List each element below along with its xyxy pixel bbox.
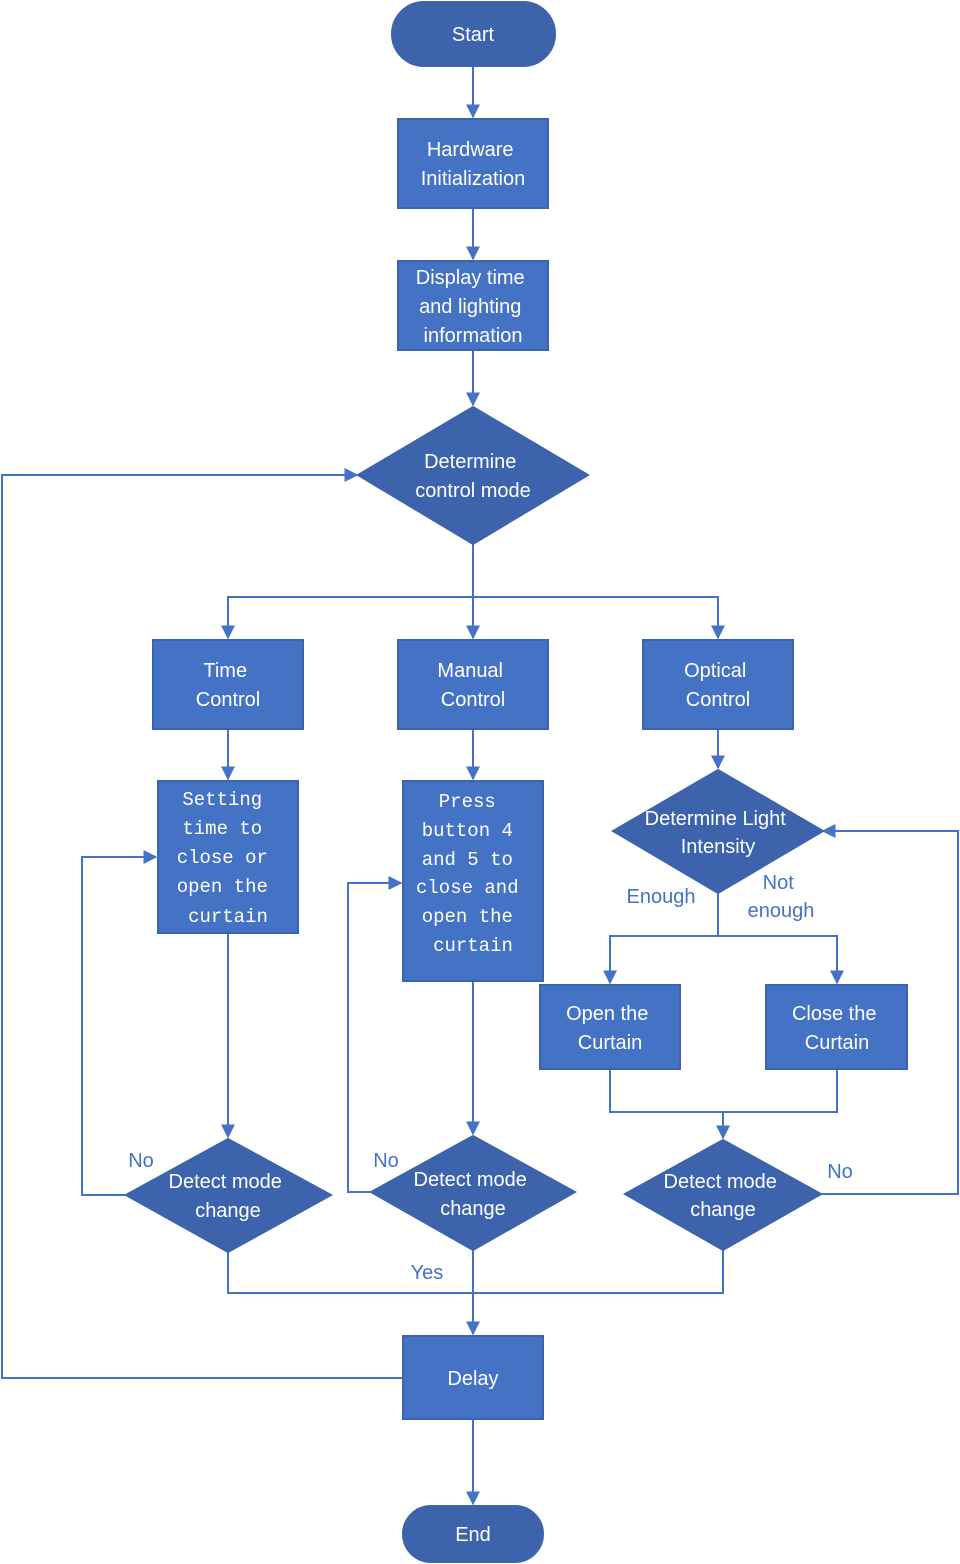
time-control-label: Time Control [196, 660, 260, 711]
edge-light-to-close [718, 935, 844, 985]
press-button-box: Press button 4 and 5 to close and open t… [402, 780, 544, 982]
edge-open-merge [609, 1069, 838, 1113]
open-curtain-box: Open the Curtain [539, 984, 681, 1070]
no-label-time: No [128, 1150, 154, 1172]
no-label-manual: No [373, 1150, 399, 1172]
determine-mode-decision: Determine control mode [356, 405, 590, 546]
determine-light-decision: Determine Light Intensity [611, 768, 825, 895]
setting-time-label: Setting time to close or open the curtai… [177, 789, 280, 928]
delay-box: Delay [402, 1335, 544, 1420]
detect-manual-label: Detect mode change [414, 1169, 533, 1220]
edge-branch-to-optical [473, 596, 725, 640]
edge-detect-manual-no-loop [347, 876, 403, 1193]
detect-time-decision: Detect mode change [123, 1137, 334, 1254]
enough-label: Enough [627, 886, 696, 908]
press-button-label: Press button 4 and 5 to close and open t… [416, 791, 530, 957]
start-label: Start [452, 24, 495, 46]
open-curtain-label: Open the Curtain [566, 1003, 654, 1054]
end-label: End [455, 1524, 491, 1546]
detect-optical-decision: Detect mode change [622, 1138, 824, 1252]
optical-control-box: Optical Control [642, 639, 794, 730]
manual-control-box: Manual Control [397, 639, 549, 730]
edge-detect-optical-yes [473, 1250, 724, 1294]
detect-optical-label: Detect mode change [664, 1171, 783, 1221]
edge-detect-time-yes [227, 1252, 473, 1294]
edge-light-to-open [603, 935, 718, 985]
not-enough-label: Not enough [748, 872, 815, 922]
hardware-init-box: Hardware Initialization [397, 118, 549, 209]
edge-delay-loop-back [1, 468, 403, 1379]
close-curtain-label: Close the Curtain [792, 1003, 882, 1054]
edges [1, 66, 959, 1506]
delay-label: Delay [447, 1368, 498, 1390]
edge-detect-optical-no-loop [821, 824, 959, 1195]
detect-manual-decision: Detect mode change [368, 1134, 578, 1252]
setting-time-box: Setting time to close or open the curtai… [157, 780, 299, 934]
determine-light-label: Determine Light Intensity [645, 808, 792, 858]
determine-mode-label: Determine control mode [415, 451, 531, 502]
end-terminal: End [402, 1505, 544, 1563]
display-info-box: Display time and lighting information [397, 260, 549, 351]
yes-label: Yes [411, 1262, 444, 1284]
hardware-init-label: Hardware Initialization [421, 139, 526, 190]
manual-control-label: Manual Control [437, 660, 508, 711]
edge-branch-to-time [221, 596, 473, 640]
edge-detect-time-no-loop [81, 850, 158, 1196]
start-terminal: Start [391, 1, 556, 67]
time-control-box: Time Control [152, 639, 304, 730]
no-label-optical: No [827, 1161, 853, 1183]
edge-labels: Enough Not enough No No No Yes [128, 872, 853, 1284]
close-curtain-box: Close the Curtain [765, 984, 908, 1070]
optical-control-label: Optical Control [684, 660, 752, 711]
display-info-label: Display time and lighting information [416, 267, 530, 347]
detect-time-label: Detect mode change [169, 1171, 288, 1222]
